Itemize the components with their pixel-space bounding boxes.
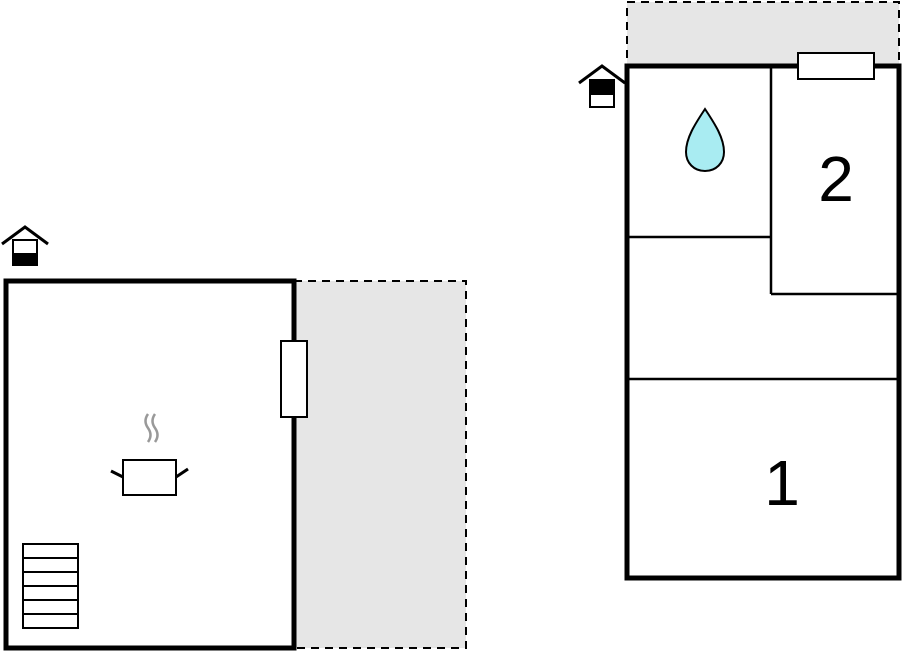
room-number-1: 1 <box>764 447 800 519</box>
room-number-2: 2 <box>818 143 854 215</box>
kitchen-pot-icon <box>110 413 189 496</box>
floor-level-icon <box>578 64 626 108</box>
ground-floor-plan <box>1 225 467 651</box>
bathroom-water-drop-icon <box>684 107 726 173</box>
window-icon <box>280 340 308 418</box>
room-outline <box>624 63 902 581</box>
terrace-area <box>293 280 467 649</box>
window-icon <box>797 52 875 80</box>
upper-floor-plan: 2 1 <box>578 1 902 581</box>
stairs-icon <box>22 543 79 629</box>
floor-level-icon <box>1 225 49 266</box>
